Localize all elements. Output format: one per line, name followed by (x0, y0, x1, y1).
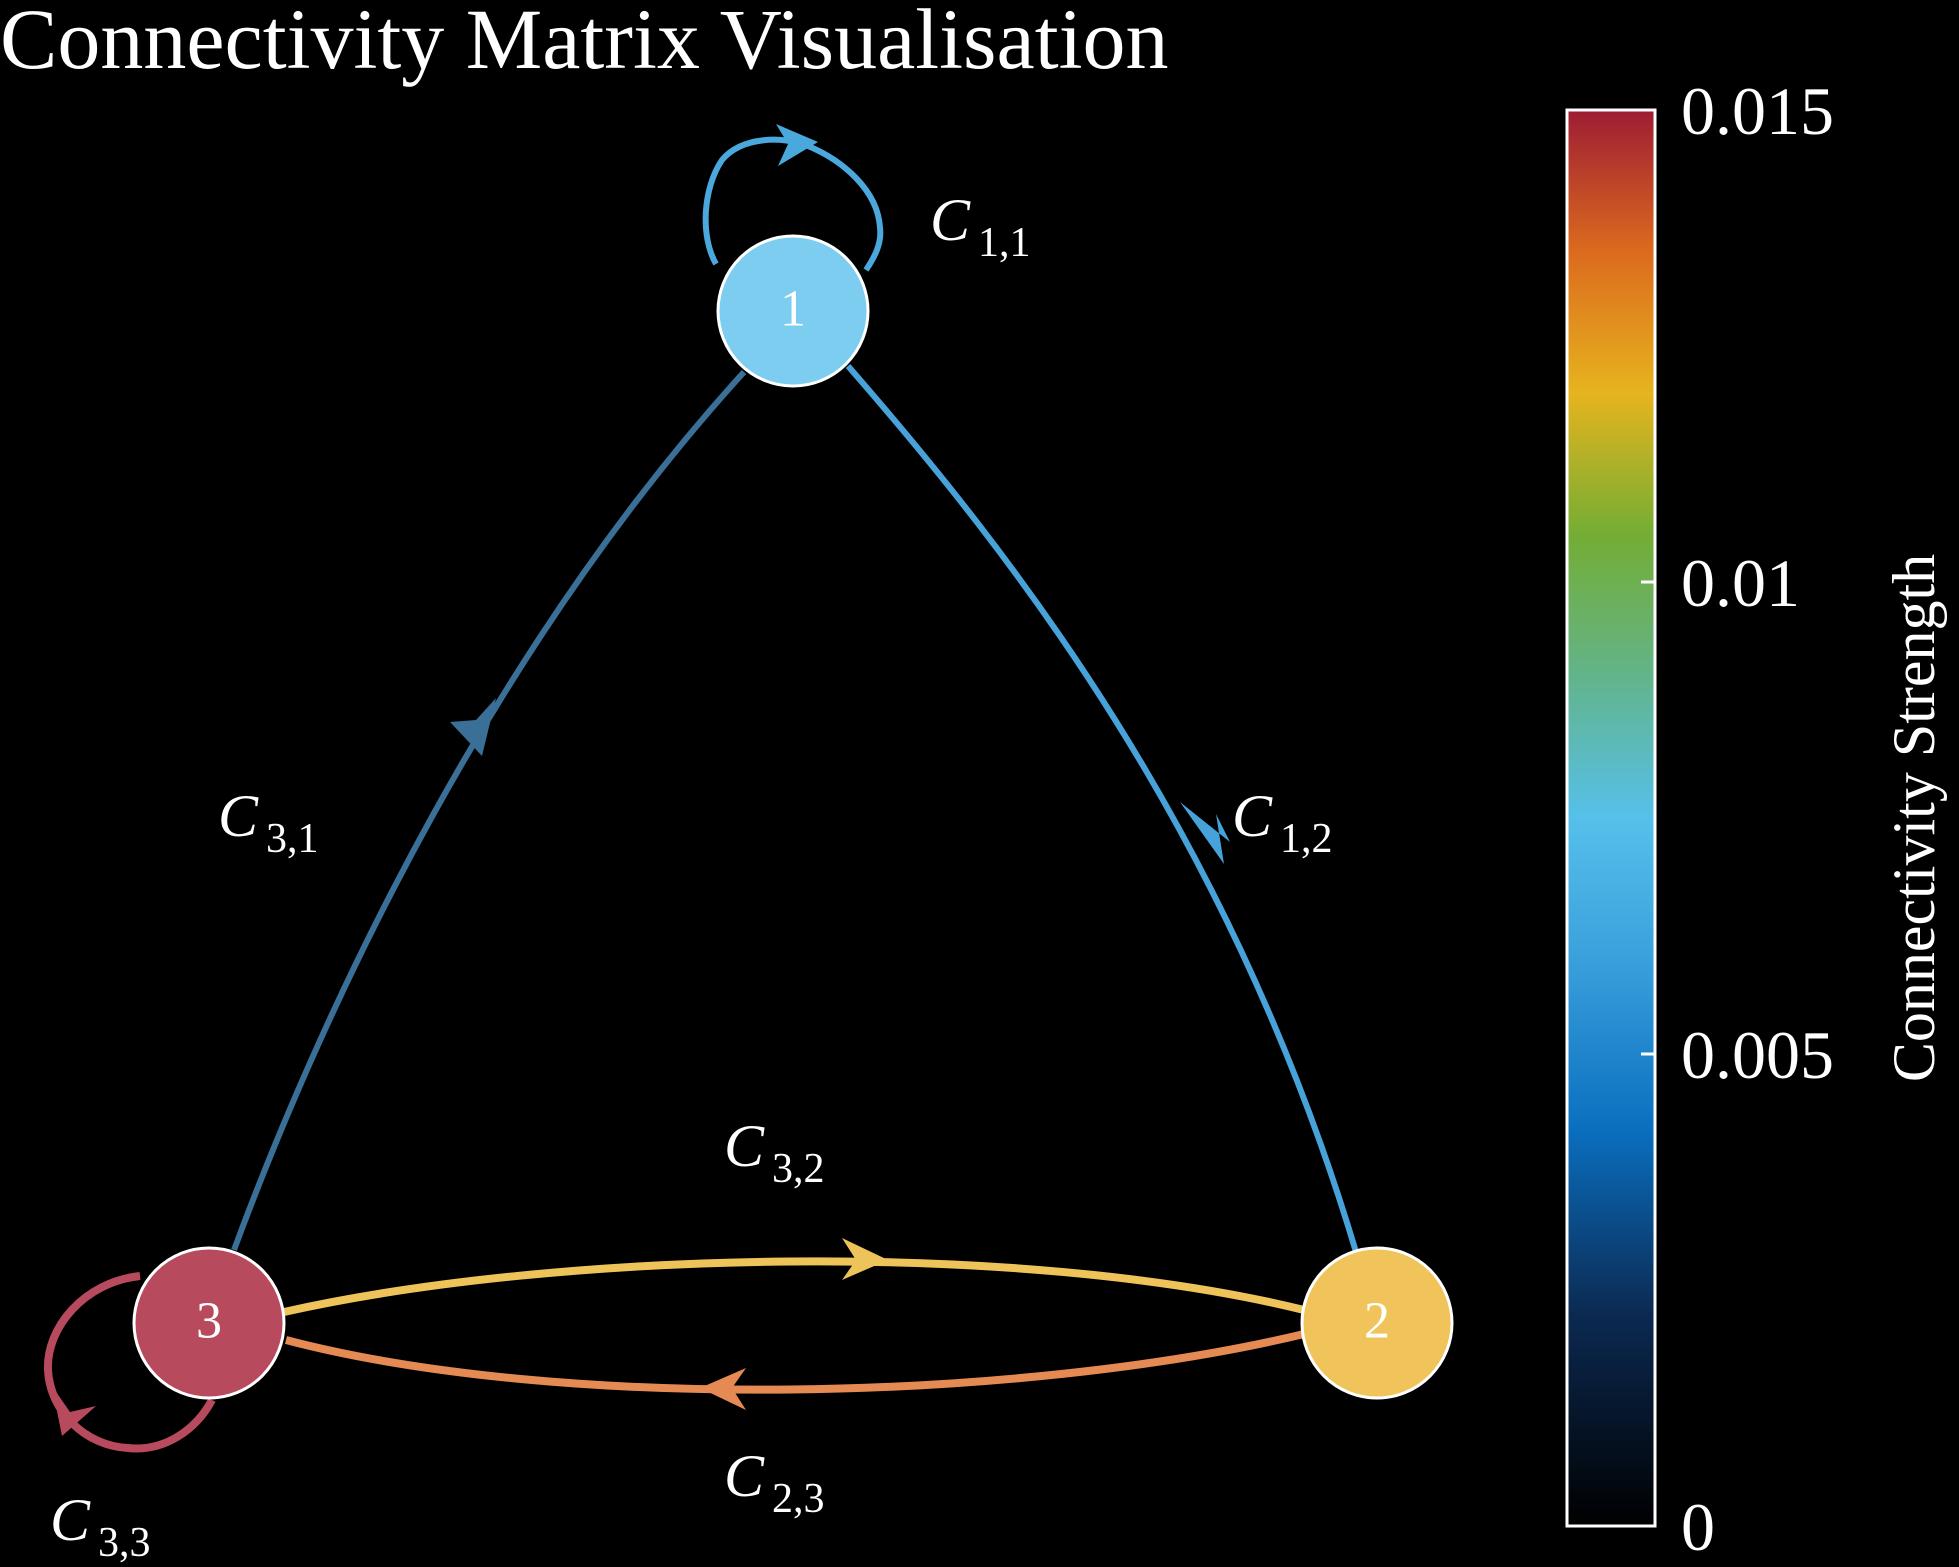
edge-arrowhead-2-3 (700, 1368, 746, 1410)
colorbar-tick-label: 0.01 (1681, 545, 1800, 621)
edge-label-1-2-sub: 1,2 (1280, 816, 1333, 862)
node-1: 1 (716, 234, 870, 388)
colorbar-ticks: 0.015 0.01 0.005 0 (1641, 73, 1834, 1565)
colorbar-gradient (1565, 108, 1657, 1528)
edge-label-3-2-sub: 3,2 (772, 1146, 825, 1192)
edge-label-1-2: C 1,2 (1232, 783, 1333, 862)
node-3-circle (132, 1246, 286, 1400)
edge-arrowhead-3-1 (450, 698, 496, 756)
edge-label-3-3-sub: 3,3 (98, 1520, 151, 1566)
colorbar-tick-label: 0.015 (1681, 73, 1834, 149)
edge-label-1-1-sub: 1,1 (978, 220, 1031, 266)
edge-2-3 (284, 1330, 1305, 1394)
page-title: Connectivity Matrix Visualisation (0, 0, 1168, 87)
node-2-label: 2 (1364, 1293, 1390, 1350)
node-1-label: 1 (780, 281, 806, 338)
edge-label-2-3-sub: 2,3 (772, 1476, 825, 1522)
edge-label-1-1: C 1,1 (930, 187, 1031, 266)
edge-label-1-1-main: C (930, 187, 971, 253)
edge-3-2 (283, 1257, 1305, 1316)
edge-arrowhead-1-2 (1180, 802, 1230, 864)
edge-label-3-1-sub: 3,1 (266, 816, 319, 862)
colorbar: 0.015 0.01 0.005 0 Connectivity Strength (1565, 73, 1947, 1565)
edge-arrowhead-3-3 (52, 1386, 96, 1436)
edge-arrowhead-3-2 (842, 1238, 888, 1280)
edge-label-2-3: C 2,3 (724, 1443, 825, 1522)
edge-label-3-2-main: C (724, 1113, 765, 1179)
colorbar-tick-label: 0 (1681, 1489, 1715, 1565)
node-3: 3 (132, 1246, 286, 1400)
colorbar-tick-label: 0.005 (1681, 1017, 1834, 1093)
edge-label-3-3-main: C (50, 1487, 91, 1553)
colorbar-label: Connectivity Strength (1881, 554, 1947, 1082)
edge-label-3-1: C 3,1 (218, 783, 319, 862)
node-2: 2 (1300, 1246, 1454, 1400)
edges-layer (43, 124, 1359, 1453)
edge-label-2-3-main: C (724, 1443, 765, 1509)
edge-arrowhead-1-1 (776, 124, 818, 166)
node-2-circle (1300, 1246, 1454, 1400)
edge-1-2 (845, 364, 1359, 1253)
node-1-circle (716, 234, 870, 388)
edge-label-3-1-main: C (218, 783, 259, 849)
edge-label-1-2-main: C (1232, 783, 1273, 849)
node-3-label: 3 (196, 1293, 222, 1350)
edge-label-3-2: C 3,2 (724, 1113, 825, 1192)
edge-label-3-3: C 3,3 (50, 1487, 151, 1566)
edge-3-1 (231, 369, 747, 1252)
